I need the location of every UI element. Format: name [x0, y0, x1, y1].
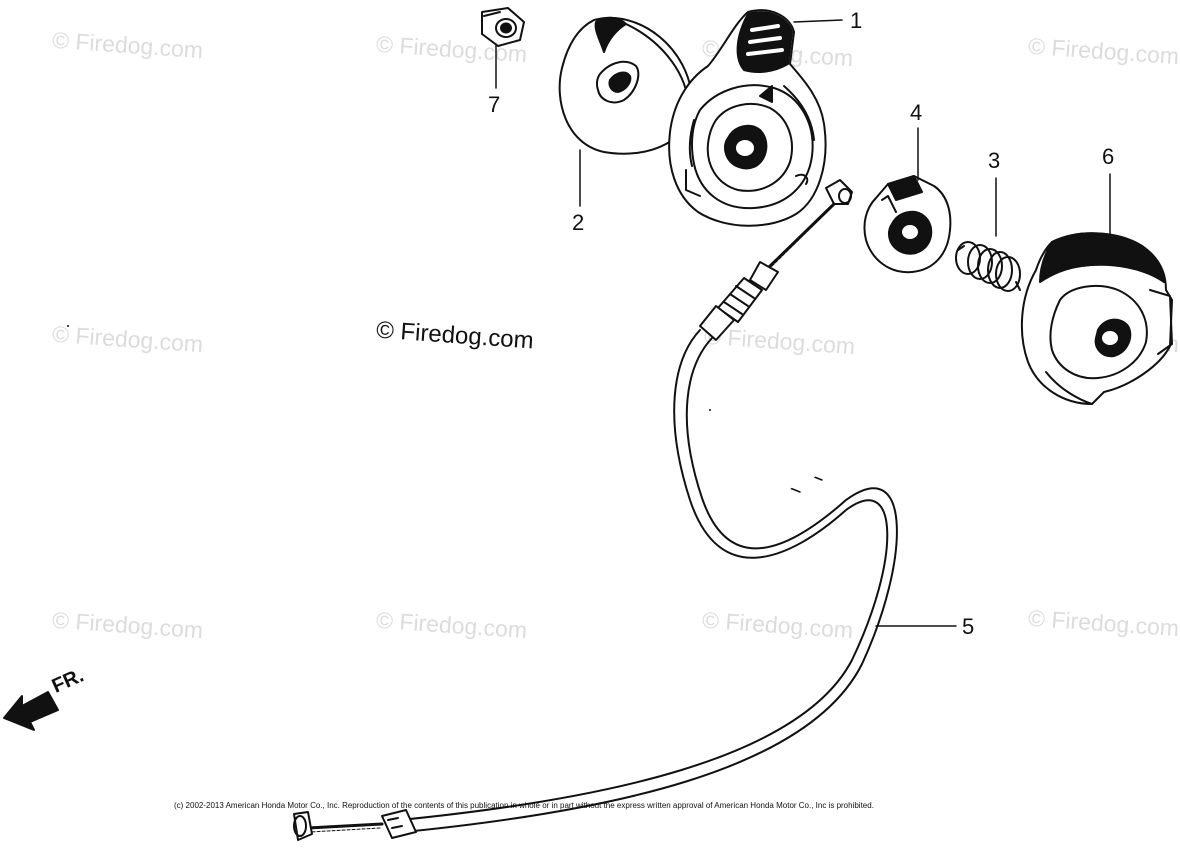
copyright-notice: (c) 2002-2013 American Honda Motor Co., …: [174, 801, 874, 810]
leader-lines: [495, 19, 1111, 627]
housing-cover-part: [558, 16, 694, 155]
callout-1: 1: [850, 8, 863, 33]
leader-1: [793, 19, 843, 23]
lever-cover-part: [1020, 232, 1173, 405]
nut-part: [481, 7, 525, 47]
callout-6: 6: [1102, 144, 1115, 169]
callout-3: 3: [988, 148, 1001, 173]
front-direction-arrow: [3, 691, 59, 731]
throttle-cable-part: [293, 179, 898, 841]
throttle-arm-part: [863, 175, 952, 274]
callout-7: 7: [488, 92, 501, 117]
spring-part: [955, 241, 1021, 292]
callout-5: 5: [962, 614, 975, 639]
throttle-housing-part: [668, 9, 827, 227]
callout-2: 2: [572, 210, 585, 235]
callout-4: 4: [910, 100, 923, 125]
